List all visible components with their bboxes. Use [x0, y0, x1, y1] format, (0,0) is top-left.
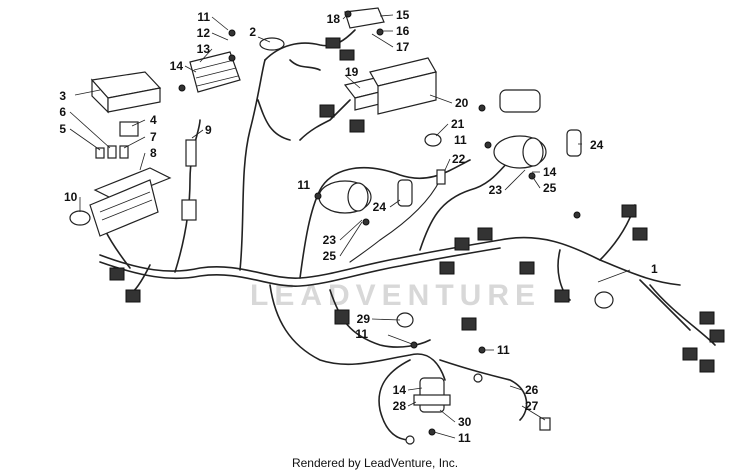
connector-icon — [699, 311, 715, 325]
terminal-icon — [405, 435, 415, 445]
watermark: LEADVENTURE — [250, 279, 541, 312]
callout-5: 5 — [59, 122, 66, 136]
callout-26: 26 — [525, 383, 539, 397]
bolt-icon — [178, 84, 186, 92]
connector-icon — [439, 261, 455, 275]
bolt-icon — [228, 29, 236, 37]
connector-icon — [554, 289, 570, 303]
ignition-coil-icon — [493, 135, 547, 169]
callout-24: 24 — [590, 138, 604, 152]
fuse-icon — [95, 147, 105, 159]
callout-7: 7 — [150, 130, 157, 144]
callout-17: 17 — [396, 40, 410, 54]
connector-icon — [632, 227, 648, 241]
control-module-icon — [369, 57, 437, 115]
connector-icon — [454, 237, 470, 251]
ground-terminal-icon — [436, 169, 446, 185]
callout-23: 23 — [323, 233, 337, 247]
bolt-icon — [410, 341, 418, 349]
bolt-icon — [228, 54, 236, 62]
callout-13: 13 — [197, 42, 211, 56]
callout-20: 20 — [455, 96, 469, 110]
terminal-icon — [539, 417, 551, 431]
callout-29: 29 — [357, 312, 371, 326]
bolt-icon — [314, 192, 322, 200]
connector-icon — [477, 227, 493, 241]
starter-motor-icon — [499, 89, 541, 113]
bolt-icon — [478, 104, 486, 112]
oil-pressure-switch-icon — [181, 139, 197, 221]
connector-icon — [339, 49, 355, 61]
connector-icon — [709, 329, 725, 343]
clip-icon — [424, 133, 442, 147]
connector-icon — [109, 267, 125, 281]
callout-4: 4 — [150, 113, 157, 127]
bolt-icon — [362, 218, 370, 226]
callout-24: 24 — [373, 200, 387, 214]
footer-credit: Rendered by LeadVenture, Inc. — [291, 456, 459, 470]
callout-18: 18 — [327, 12, 341, 26]
spark-plug-cap-icon — [566, 129, 582, 157]
callout-25: 25 — [543, 181, 557, 195]
callout-2: 2 — [249, 25, 256, 39]
sensor-icon — [259, 37, 285, 51]
callout-11: 11 — [458, 431, 471, 445]
callout-11: 11 — [297, 178, 310, 192]
bolt-icon — [484, 141, 492, 149]
voltage-regulator-icon — [189, 51, 241, 93]
callout-14: 14 — [170, 59, 184, 73]
callout-6: 6 — [59, 105, 66, 119]
leader-lines — [69, 13, 631, 439]
callout-30: 30 — [458, 415, 472, 429]
callout-11: 11 — [497, 343, 510, 357]
callout-10: 10 — [64, 190, 78, 204]
fuse-icon — [107, 145, 117, 159]
callout-labels: 1 2 3 4 5 6 7 8 9 10 11 11 11 11 11 11 1… — [59, 8, 658, 445]
bolt-icon — [573, 211, 581, 219]
callout-3: 3 — [59, 89, 66, 103]
connector-icon — [325, 37, 341, 49]
callout-11: 11 — [197, 10, 210, 24]
fuse-block-icon — [89, 167, 172, 237]
connector-icon — [699, 359, 715, 373]
connector-icon — [125, 289, 141, 303]
callout-19: 19 — [345, 65, 359, 79]
connector-icon — [319, 104, 335, 118]
callout-23: 23 — [489, 183, 503, 197]
fuse-icon — [119, 145, 129, 159]
callout-11: 11 — [355, 327, 368, 341]
terminal-icon — [473, 373, 483, 383]
callout-16: 16 — [396, 24, 410, 38]
bolt-icon — [376, 28, 384, 36]
connector-icon — [621, 204, 637, 218]
bolt-icon — [478, 346, 486, 354]
callout-8: 8 — [150, 146, 157, 160]
spark-plug-cap-icon — [397, 179, 413, 207]
callout-21: 21 — [451, 117, 465, 131]
callout-28: 28 — [393, 399, 407, 413]
ignition-coil-icon — [318, 180, 372, 214]
callout-9: 9 — [205, 123, 212, 137]
callout-27: 27 — [525, 399, 539, 413]
connector-icon — [334, 309, 350, 325]
clamp-ring-icon — [69, 210, 91, 226]
starter-relay-icon — [344, 7, 385, 29]
callout-25: 25 — [323, 249, 337, 263]
callout-22: 22 — [452, 152, 466, 166]
connector-icon — [519, 261, 535, 275]
parts — [69, 7, 725, 445]
connector-icon — [349, 119, 365, 133]
callout-1: 1 — [651, 262, 658, 276]
relay-box-icon — [90, 71, 162, 114]
connector-icon — [461, 317, 477, 331]
callout-15: 15 — [396, 8, 410, 22]
connector-icon — [682, 347, 698, 361]
connector-icon — [594, 291, 614, 309]
callout-14: 14 — [393, 383, 407, 397]
callout-11: 11 — [454, 133, 467, 147]
starter-solenoid-icon — [413, 377, 451, 413]
callout-14: 14 — [543, 165, 557, 179]
callout-12: 12 — [197, 26, 211, 40]
